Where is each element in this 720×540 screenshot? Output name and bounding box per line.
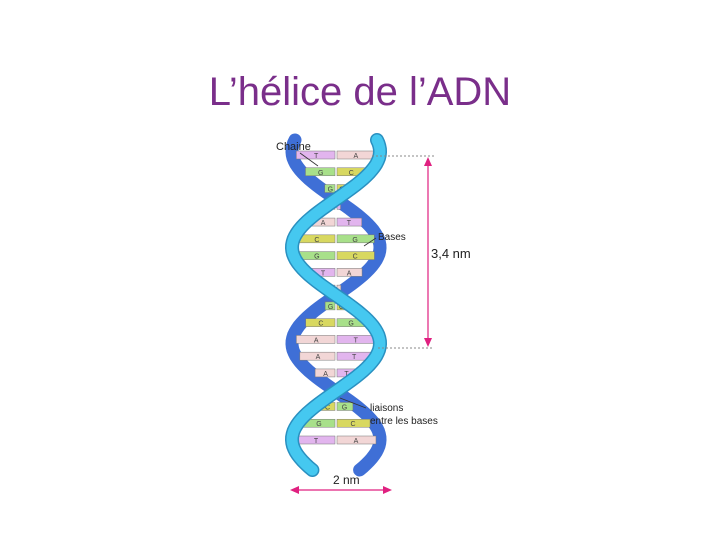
base-left (299, 351, 336, 361)
base-left (296, 335, 336, 344)
base-letter-right: A (347, 270, 352, 277)
width-arrowhead-right (383, 486, 392, 494)
base-left (305, 318, 336, 327)
base-letter-left: A (323, 371, 328, 378)
base-letter-right: G (342, 404, 347, 411)
base-letter-right: T (354, 337, 359, 344)
chain-leader (299, 152, 319, 167)
bonds-leader (339, 397, 367, 409)
base-right (336, 402, 354, 411)
base-letter-left: G (316, 421, 321, 428)
bonds-label-line1: liaisons (370, 403, 403, 414)
base-letter-left: A (316, 354, 321, 361)
base-letter-left: G (328, 304, 333, 311)
base-left (314, 368, 336, 378)
back-strand-ribbon (285, 133, 387, 477)
base-letter-right: G (352, 237, 357, 244)
pitch-arrowhead-bottom (424, 338, 432, 347)
slide-title: L’hélice de l’ADN (208, 70, 512, 114)
base-left (324, 184, 336, 193)
base-letter-right: A (354, 153, 359, 160)
base-letter-right: T (347, 220, 352, 227)
base-right (336, 217, 363, 227)
base-left (305, 167, 336, 177)
base-letter-left: T (314, 438, 319, 445)
base-right (336, 251, 375, 260)
bases-leader (363, 237, 377, 247)
base-letter-left: G (314, 254, 319, 261)
base-letter-right: T (344, 371, 349, 378)
base-letter-left: G (328, 187, 333, 194)
base-letter-right: A (354, 438, 359, 445)
base-letter-left: G (318, 170, 323, 177)
front-strand-ribbon (286, 134, 386, 476)
base-letter-left: A (321, 220, 326, 227)
base-letter-right: T (352, 354, 357, 361)
base-letter-left: T (314, 153, 319, 160)
base-right (336, 418, 371, 428)
base-left (324, 301, 336, 311)
pitch-label: 3,4 nm (431, 246, 471, 261)
base-letter-left: C (314, 237, 319, 244)
width-label: 2 nm (333, 473, 360, 487)
base-left (296, 150, 336, 160)
base-letter-right: C (349, 170, 354, 177)
width-arrowhead-left (290, 486, 299, 494)
base-letter-left: A (314, 337, 319, 344)
base-letter-left: C (325, 404, 330, 411)
bonds-label-line2: entre les bases (370, 416, 438, 427)
base-letter-right: C (350, 421, 355, 428)
base-letter-left: T (321, 270, 326, 277)
bases-label: Bases (378, 232, 406, 243)
chain-label: Chaine (276, 141, 311, 153)
pitch-arrowhead-top (424, 157, 432, 166)
base-letter-left: C (318, 321, 323, 328)
base-letter-right: C (353, 254, 358, 261)
base-letter-right: G (348, 321, 353, 328)
back-strand (285, 133, 387, 477)
base-right (336, 435, 377, 445)
front-strand (284, 133, 388, 477)
base-right (336, 268, 363, 277)
